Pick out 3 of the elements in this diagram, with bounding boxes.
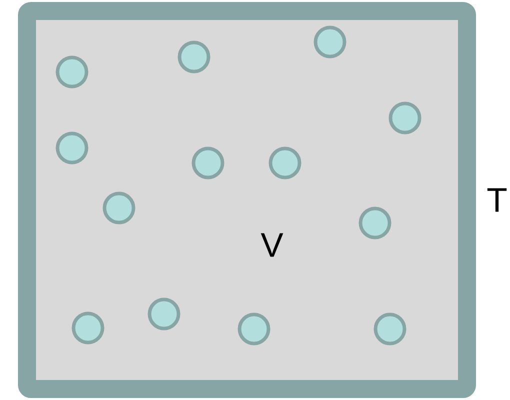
volume-label: V — [260, 233, 284, 257]
temperature-label: T — [487, 188, 507, 212]
container-box — [18, 2, 476, 398]
